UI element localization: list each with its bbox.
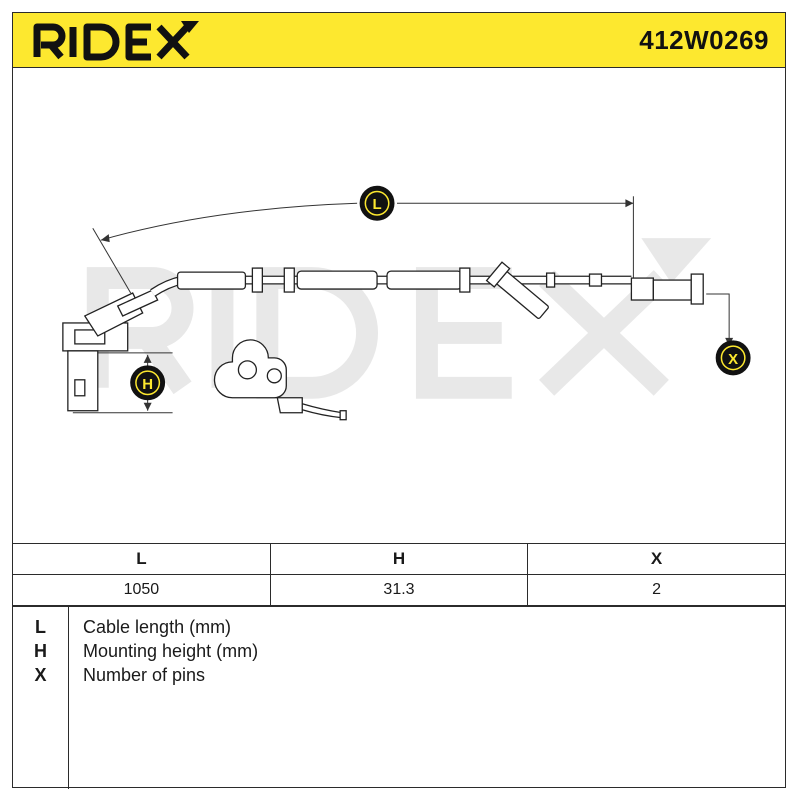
spec-table-row: 1050 31.3 2 xyxy=(13,574,785,606)
spec-table-header: L H X xyxy=(13,543,785,575)
value-l: 1050 xyxy=(13,574,271,606)
legend: L Cable length (mm) H Mounting height (m… xyxy=(13,606,785,789)
col-header-h: H xyxy=(269,543,529,575)
callout-x: X xyxy=(715,340,751,376)
callout-l: L xyxy=(359,185,395,221)
legend-item: L Cable length (mm) xyxy=(13,617,785,641)
legend-divider xyxy=(68,607,69,789)
sensor-head xyxy=(62,289,159,412)
dimension-l-line xyxy=(92,196,634,294)
callout-h: H xyxy=(130,365,166,401)
legend-item: X Number of pins xyxy=(13,665,785,689)
legend-key: L xyxy=(35,617,46,637)
spec-table: L H X 1050 31.3 2 xyxy=(13,543,785,606)
legend-key: X xyxy=(34,665,47,685)
mounting-bracket xyxy=(213,339,347,421)
col-header-l: L xyxy=(13,543,271,575)
value-x: 2 xyxy=(527,574,785,606)
svg-text:X: X xyxy=(728,351,738,368)
ridex-logo xyxy=(33,21,199,61)
svg-text:L: L xyxy=(372,196,381,213)
col-header-x: X xyxy=(527,543,785,575)
legend-item: H Mounting height (mm) xyxy=(13,641,785,665)
ridex-watermark xyxy=(86,267,669,399)
technical-drawing: L H X xyxy=(62,185,751,421)
legend-desc: Mounting height (mm) xyxy=(83,641,259,661)
value-h: 31.3 xyxy=(269,574,529,606)
cable xyxy=(150,261,704,319)
legend-desc: Number of pins xyxy=(83,665,206,685)
legend-desc: Cable length (mm) xyxy=(83,617,232,637)
dimension-x-line xyxy=(706,293,730,343)
part-number: 412W0269 xyxy=(639,25,769,55)
header-bar: 412W0269 xyxy=(13,13,785,68)
product-sheet: 412W0269 xyxy=(12,12,786,789)
svg-text:H: H xyxy=(142,376,153,393)
legend-key: H xyxy=(34,641,47,661)
